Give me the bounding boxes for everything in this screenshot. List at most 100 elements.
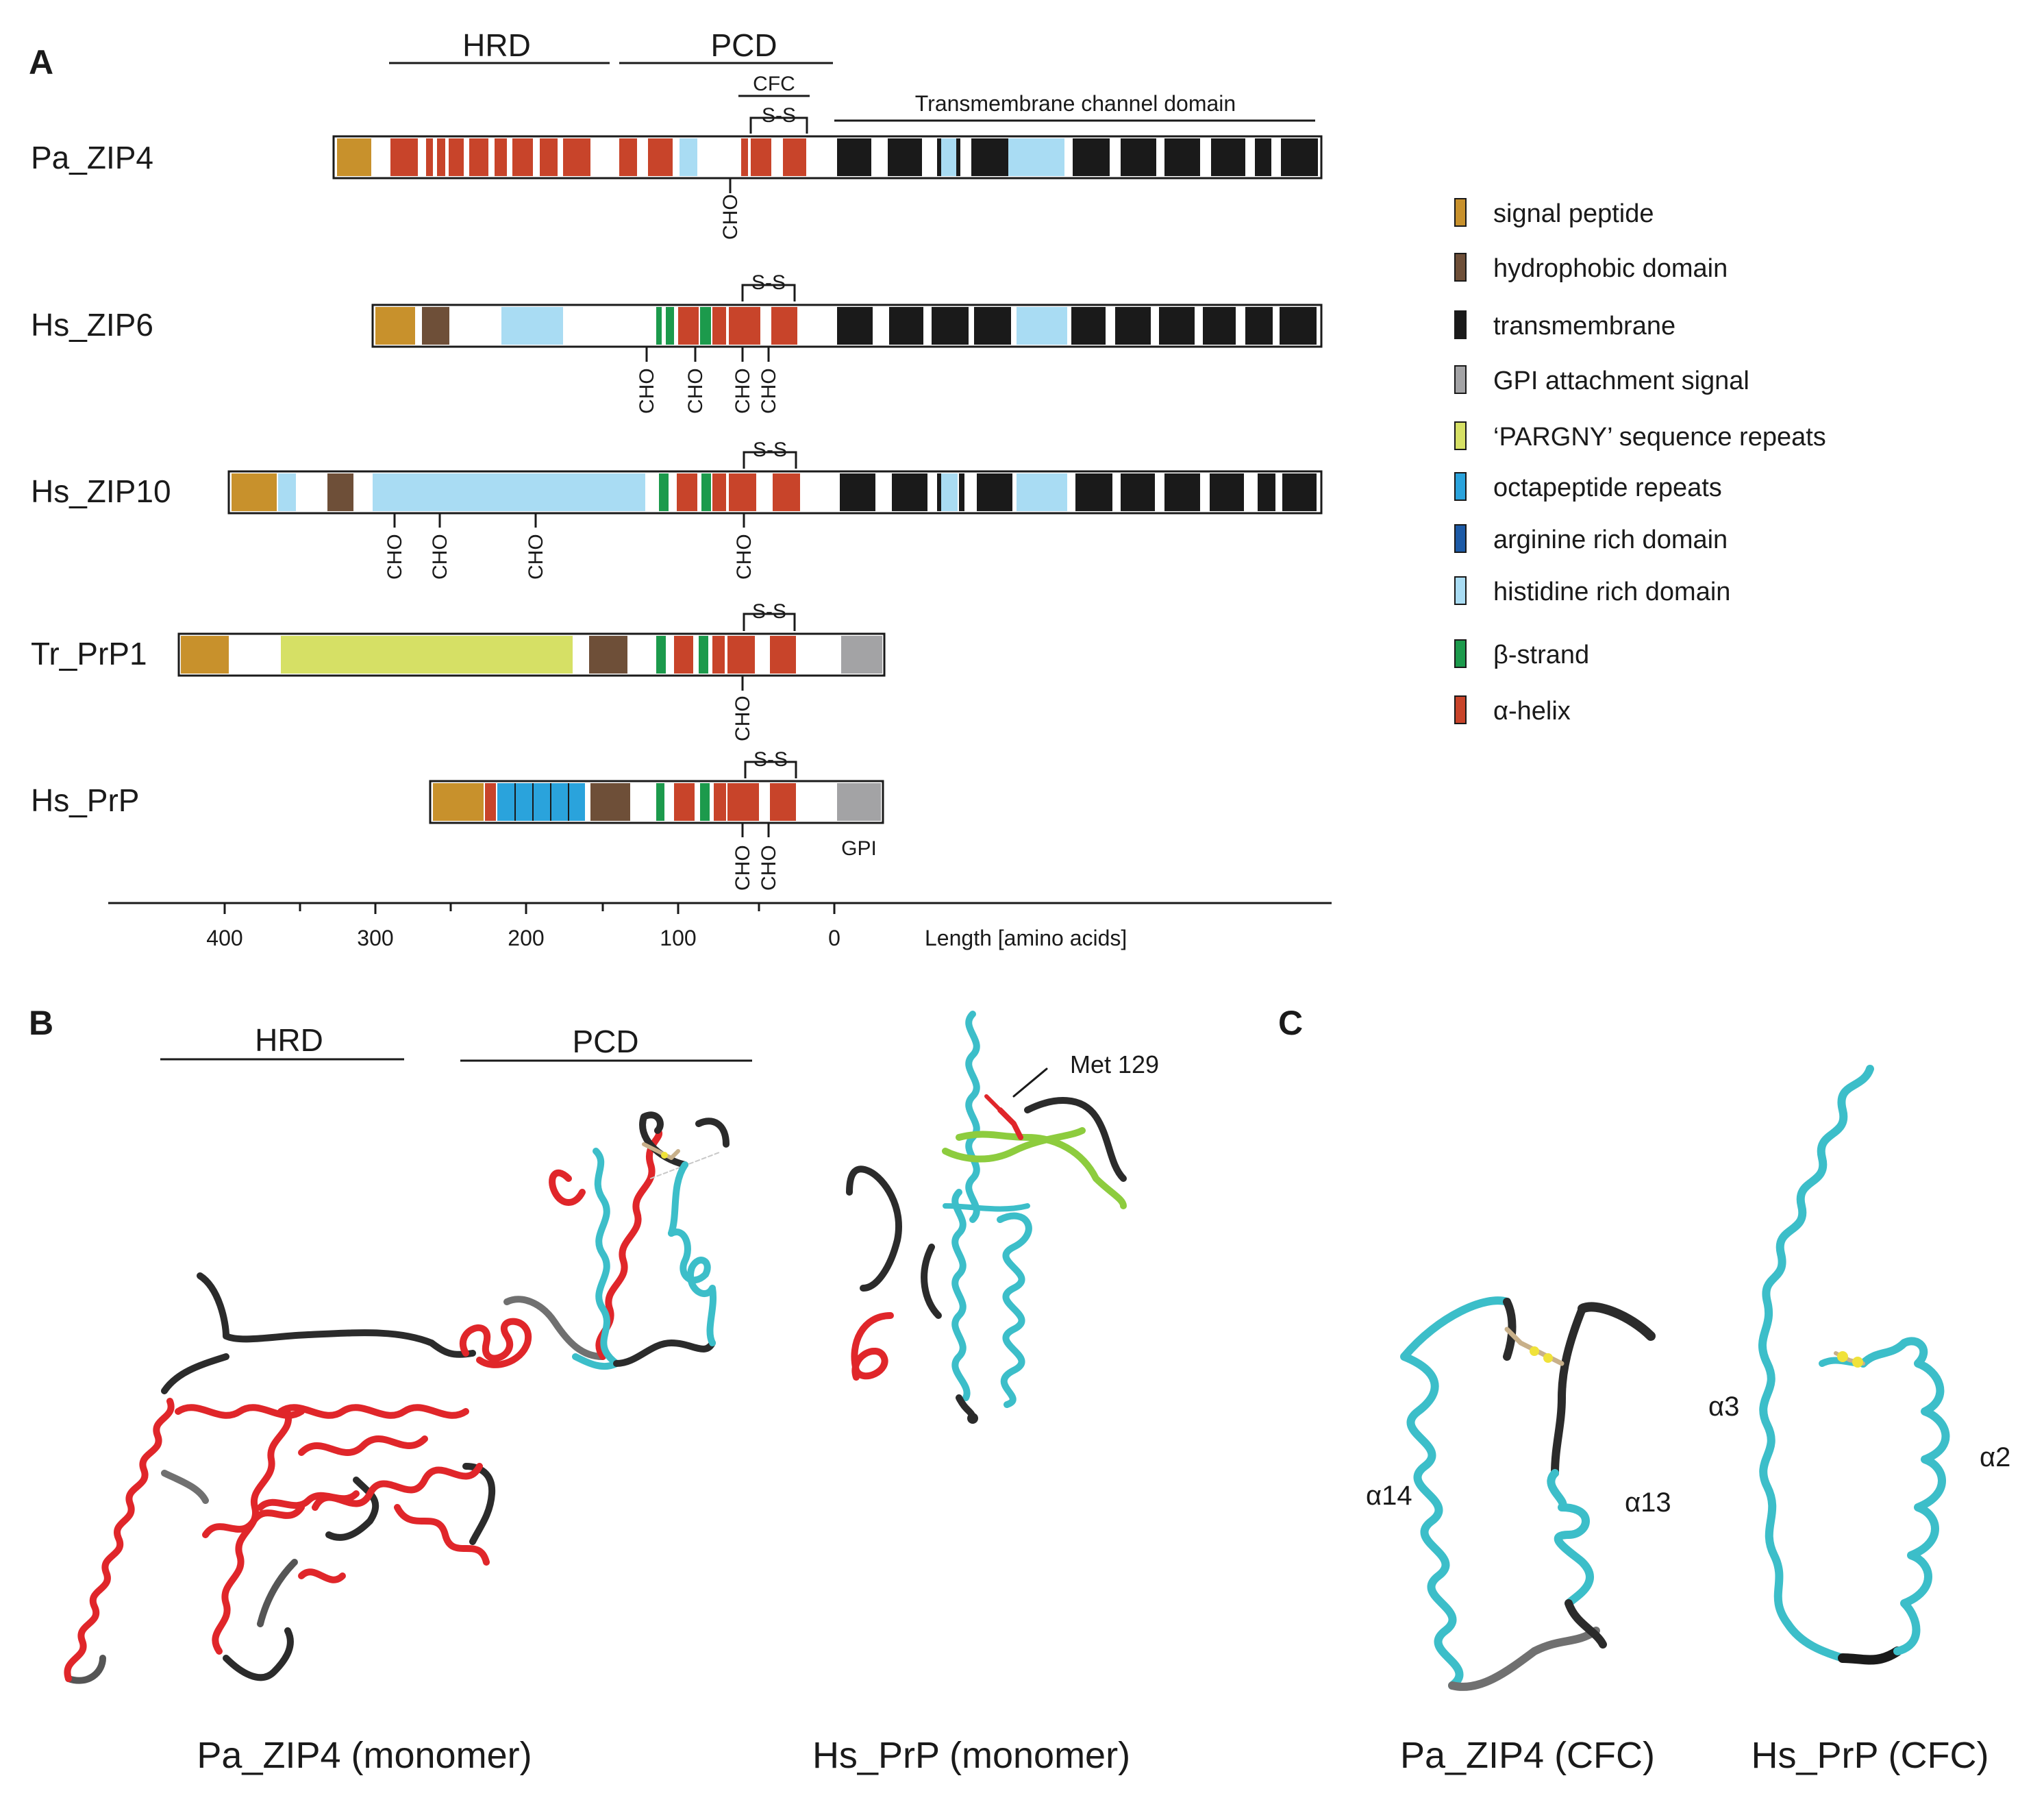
alpha-helix-segment: [678, 307, 699, 345]
axis-title: Length [amino acids]: [925, 926, 1127, 950]
disulfide-label: S-S: [753, 748, 788, 771]
cfc-header: CFC: [753, 73, 795, 95]
legend-label: α-helix: [1493, 697, 1571, 726]
legend-label: hydrophobic domain: [1493, 254, 1728, 283]
protein-name-tr-prp1: Tr_PrP1: [31, 636, 147, 671]
cho-label: CHO: [384, 534, 406, 580]
cho-label: CHO: [758, 368, 780, 414]
axis-tick-label: 0: [828, 926, 840, 950]
alpha-helix-segment: [437, 138, 445, 176]
axis-tick-label: 300: [357, 926, 393, 950]
transmembrane-segment: [977, 473, 1012, 511]
axis-tick-label: 400: [206, 926, 242, 950]
panel-c-caption-right: Hs_PrP (CFC): [1751, 1735, 1989, 1776]
legend-label: arginine rich domain: [1493, 526, 1728, 554]
transmembrane-segment: [1071, 307, 1106, 345]
transmembrane-segment: [1073, 138, 1110, 176]
cho-label: CHO: [429, 534, 451, 580]
cho-label: CHO: [732, 845, 754, 891]
panel-b-caption-right: Hs_PrP (monomer): [812, 1735, 1130, 1776]
gpi-signal-segment: [841, 636, 882, 674]
beta-strand-segment: [701, 473, 711, 511]
histidine-rich-segment: [501, 307, 563, 345]
beta-strand-segment: [700, 307, 711, 345]
protein-name-pa-zip4: Pa_ZIP4: [31, 140, 153, 175]
legend-label: β-strand: [1493, 641, 1589, 669]
alpha-helix-segment: [449, 138, 464, 176]
protein-bar-pa-zip4: [332, 135, 1323, 180]
alpha-helix-segment: [729, 473, 756, 511]
disulfide-label: S-S: [752, 600, 786, 623]
transmembrane-segment: [971, 138, 1008, 176]
protein-bar-hs-prp: [429, 780, 884, 824]
gpi-label: GPI: [841, 837, 877, 860]
alpha-helix-segment: [648, 138, 673, 176]
pcd-header: PCD: [710, 27, 777, 63]
histidine-rich-segment: [680, 138, 697, 176]
cho-label: CHO: [732, 695, 754, 741]
transmembrane-segment: [937, 138, 941, 176]
hydrophobic-segment: [590, 783, 630, 821]
protein-bar-tr-prp1: [177, 632, 886, 677]
transmembrane-segment: [1121, 473, 1155, 511]
legend-swatch: [1454, 524, 1467, 553]
alpha-helix-segment: [770, 636, 796, 674]
alpha-helix-segment: [727, 636, 755, 674]
signal-peptide-segment: [337, 138, 371, 176]
alpha-helix-segment: [712, 307, 726, 345]
transmembrane-segment: [1211, 138, 1245, 176]
alpha-helix-segment: [771, 307, 797, 345]
axis-tick-label: 100: [660, 926, 696, 950]
legend-swatch: [1454, 253, 1467, 282]
transmembrane-segment: [937, 473, 941, 511]
legend-label: GPI attachment signal: [1493, 367, 1749, 395]
legend-swatch: [1454, 365, 1467, 394]
alpha3-label: α3: [1708, 1392, 1739, 1422]
length-axis: 400 300 200 100 0 Length [amino acids]: [108, 902, 1332, 950]
cho-label: CHO: [758, 845, 780, 891]
signal-peptide-segment: [232, 473, 277, 511]
panel-b-caption-left: Pa_ZIP4 (monomer): [197, 1735, 532, 1776]
hs-prp-cfc-structure: [1758, 1065, 1950, 1665]
protein-name-hs-zip6: Hs_ZIP6: [31, 307, 153, 343]
alpha-helix-segment: [563, 138, 590, 176]
legend-swatch: [1454, 639, 1467, 668]
histidine-rich-segment: [1017, 473, 1067, 511]
legend-label: octapeptide repeats: [1493, 473, 1722, 502]
cho-label: CHO: [733, 534, 756, 580]
gpi-signal-segment: [837, 783, 881, 821]
disulfide-bracket: [744, 761, 797, 778]
transmembrane-segment: [1121, 138, 1156, 176]
alpha13-label: α13: [1625, 1488, 1671, 1518]
hs-prp-monomer-structure: [846, 1011, 1127, 1424]
signal-peptide-segment: [181, 636, 229, 674]
alpha-helix-segment: [469, 138, 488, 176]
protein-bar-hs-zip6: [371, 304, 1323, 348]
alpha-helix-segment: [773, 473, 800, 511]
transmembrane-segment: [1280, 307, 1317, 345]
alpha14-label: α14: [1366, 1481, 1412, 1511]
histidine-rich-segment: [941, 473, 958, 511]
alpha-helix-segment: [426, 138, 433, 176]
tm-channel-header: Transmembrane channel domain: [915, 91, 1236, 116]
transmembrane-segment: [1164, 138, 1200, 176]
pa-zip4-pcd-structure: [503, 1111, 730, 1370]
alpha-helix-segment: [540, 138, 558, 176]
axis-tick-label: 200: [508, 926, 544, 950]
transmembrane-segment: [889, 307, 923, 345]
transmembrane-segment: [892, 473, 927, 511]
alpha-helix-segment: [770, 783, 796, 821]
transmembrane-segment: [1281, 138, 1318, 176]
alpha-helix-segment: [751, 138, 771, 176]
histidine-rich-segment: [941, 138, 956, 176]
alpha-helix-segment: [712, 636, 725, 674]
alpha-helix-segment: [729, 307, 760, 345]
transmembrane-segment: [1245, 307, 1273, 345]
panel-b-pcd-header: PCD: [572, 1024, 638, 1059]
beta-strand-segment: [699, 636, 708, 674]
legend-swatch: [1454, 421, 1467, 450]
arginine-rich-segment: [485, 783, 496, 821]
alpha-helix-segment: [674, 636, 693, 674]
